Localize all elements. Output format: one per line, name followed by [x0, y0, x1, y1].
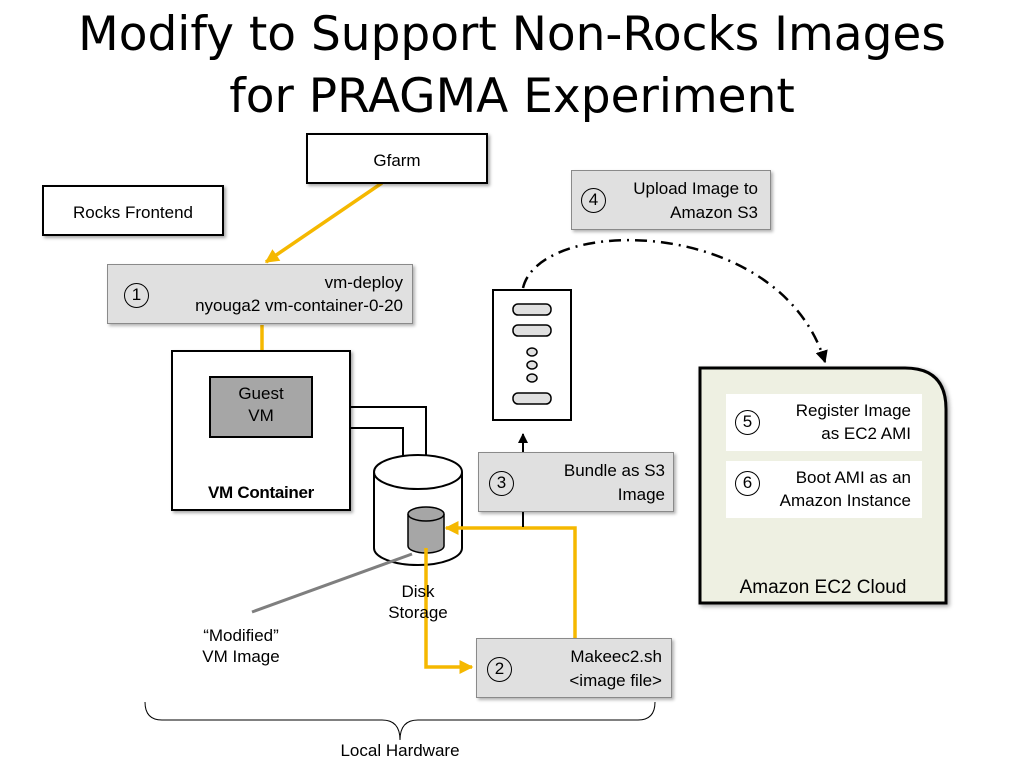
vm-container-box[interactable]: Guest VM VM Container: [171, 350, 351, 511]
modified-image-line-2: VM Image: [202, 647, 280, 666]
disk-storage-line-1: Disk: [401, 582, 435, 601]
upload-s3-step[interactable]: 4 Upload Image to Amazon S3: [571, 170, 771, 230]
disk-storage-line-2: Storage: [388, 603, 448, 622]
bundle-line-2: Image: [617, 485, 665, 504]
local-hardware-label: Local Hardware: [340, 741, 460, 760]
makeec2-line-2: <image file>: [569, 671, 662, 690]
guest-vm-line-1: Guest: [238, 384, 284, 403]
guest-vm-line-2: VM: [248, 406, 274, 425]
disk-storage-label: Disk Storage: [368, 581, 468, 623]
modified-image-line-1: “Modified”: [203, 626, 279, 645]
bundle-line-1: Bundle as S3: [563, 461, 665, 480]
bundle-s3-step[interactable]: 3 Bundle as S3 Image: [478, 452, 674, 512]
title-line-1: Modify to Support Non-Rocks Images: [78, 7, 946, 62]
upload-line-1: Upload Image to: [633, 179, 758, 198]
step-6-number: 6: [735, 471, 760, 496]
register-line-2: as EC2 AMI: [821, 424, 911, 443]
step-2-number: 2: [487, 657, 512, 682]
modified-image-label: “Modified” VM Image: [186, 625, 296, 667]
step-5-number: 5: [735, 410, 760, 435]
vm-deploy-line-2: nyouga2 vm-container-0-20: [195, 296, 403, 315]
upload-line-2: Amazon S3: [670, 203, 758, 222]
makeec2-line-1: Makeec2.sh: [570, 647, 662, 666]
rocks-frontend-label: Rocks Frontend: [73, 203, 193, 222]
s3-image-bundle: [492, 289, 572, 421]
modified-image-pointer: [251, 552, 413, 614]
upload-arc-arrow: [521, 238, 828, 364]
vm-deploy-line-1: vm-deploy: [324, 273, 403, 292]
gfarm-label: Gfarm: [373, 151, 421, 170]
boot-ami-step[interactable]: 6 Boot AMI as an Amazon Instance: [726, 461, 922, 518]
vm-deploy-step[interactable]: 1 vm-deploy nyouga2 vm-container-0-20: [107, 264, 413, 324]
slide-title: Modify to Support Non-Rocks Images for P…: [0, 4, 1024, 128]
makeec2-to-disk-arrow: [444, 521, 577, 638]
gfarm-to-deploy-arrow: [264, 181, 383, 264]
boot-line-1: Boot AMI as an: [795, 468, 911, 487]
boot-line-2: Amazon Instance: [779, 491, 911, 510]
register-line-1: Register Image: [795, 401, 911, 420]
disk-to-makeec2-arrow: [424, 548, 474, 674]
ec2-cloud-label: Amazon EC2 Cloud: [739, 577, 907, 598]
title-line-2: for PRAGMA Experiment: [229, 69, 795, 124]
rocks-frontend-box[interactable]: Rocks Frontend: [42, 185, 224, 236]
local-hardware-brace: [144, 701, 656, 741]
step-3-number: 3: [489, 471, 514, 496]
modified-image-cylinder: [407, 506, 445, 554]
register-ami-step[interactable]: 5 Register Image as EC2 AMI: [726, 394, 922, 451]
vm-container-label: VM Container: [208, 483, 314, 502]
guest-vm-box[interactable]: Guest VM: [209, 376, 313, 438]
step-4-number: 4: [581, 188, 606, 213]
step-1-number: 1: [124, 283, 149, 308]
makeec2-step[interactable]: 2 Makeec2.sh <image file>: [476, 638, 672, 698]
gfarm-box[interactable]: Gfarm: [306, 133, 488, 184]
